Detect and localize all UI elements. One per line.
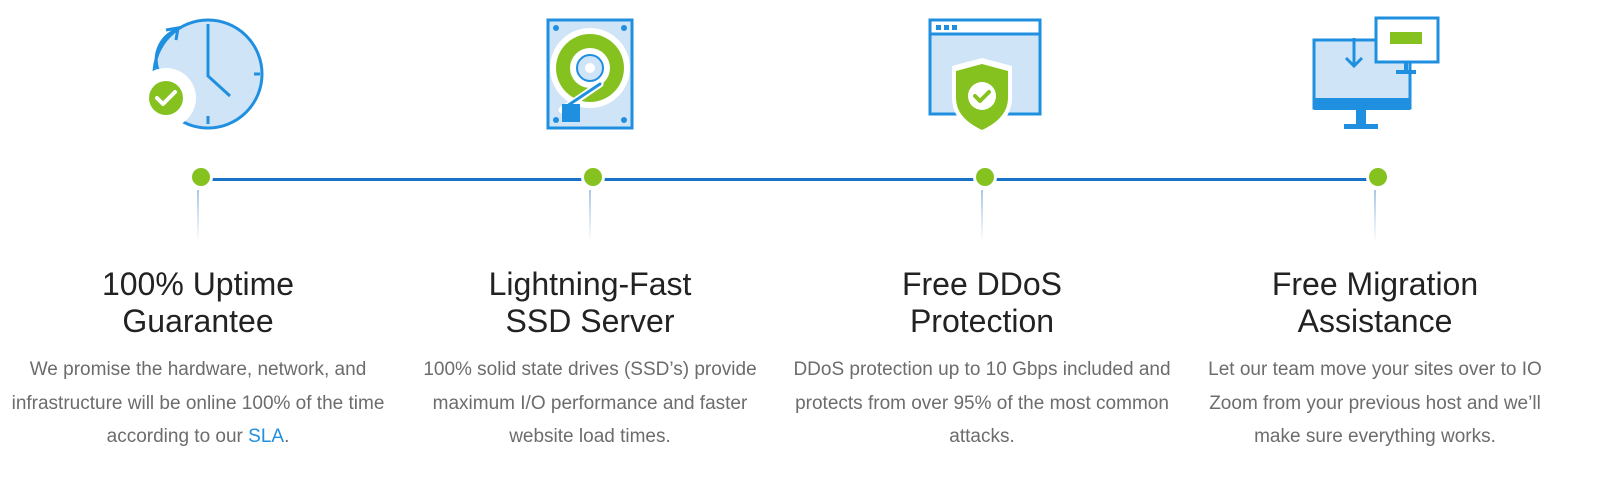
clock-check-icon [136,14,266,139]
feature-title-ddos: Free DDoS Protection [901,266,1063,339]
description-text: . [284,426,290,447]
feature-title-migration: Free Migration Assistance [1271,266,1479,339]
timeline-dot [581,165,605,189]
timeline-stem [1374,190,1376,242]
timeline-dot [1366,165,1390,189]
description-text: We promise the hardware, network, and in… [11,359,385,447]
feature-title-ssd: Lightning-Fast SSD Server [488,266,692,339]
ssd-drive-icon [540,14,670,139]
timeline-stem [981,190,983,242]
feature-description-ssd: 100% solid state drives (SSD’s) provide … [423,359,757,447]
browser-shield-icon [928,14,1058,139]
timeline-line [198,178,1375,181]
timeline-stem [589,190,591,242]
timeline-dot [973,165,997,189]
feature-description-migration: Let our team move your sites over to IO … [1208,359,1542,447]
timeline-dot [189,165,213,189]
sla-link[interactable]: SLA [248,426,285,447]
monitor-migration-icon [1310,14,1440,139]
feature-title-uptime: 100% Uptime Guarantee [101,266,295,339]
feature-description-ddos: DDoS protection up to 10 Gbps included a… [793,359,1171,447]
feature-description-uptime: We promise the hardware, network, and in… [8,353,388,454]
timeline-stem [197,190,199,242]
